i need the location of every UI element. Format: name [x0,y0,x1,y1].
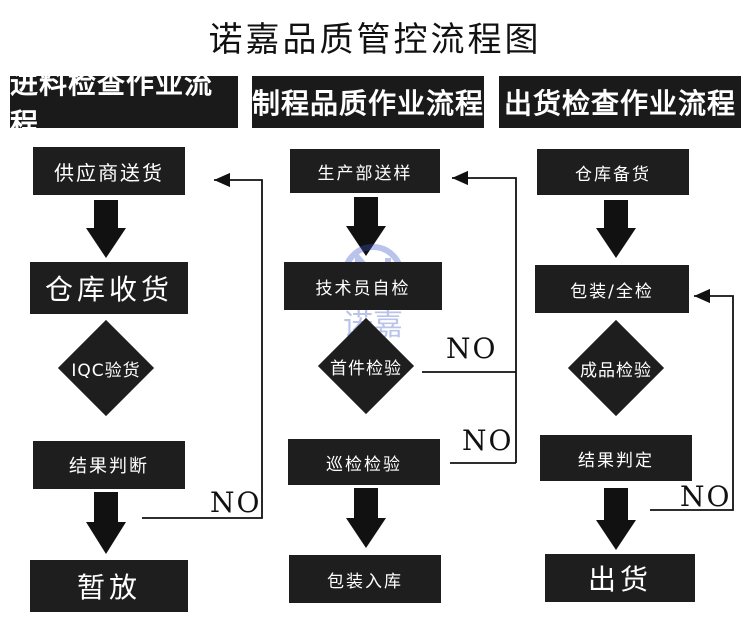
box-pack-store: 包装入库 [289,555,441,603]
down-arrow-c2-2 [346,488,386,548]
down-arrow-c3-2 [596,488,636,550]
header-outgoing: 出货检查作业流程 [499,76,741,128]
no-label-c3: NO [680,480,732,513]
diamond-iqc: IQC验货 [57,319,155,417]
diamond-final-inspection: 成品检验 [567,319,665,417]
diamond-first-article-label: 首件检验 [330,358,402,379]
no-loop-line-c3 [650,288,734,511]
diamond-iqc-label: IQC验货 [71,360,141,381]
box-pack-full-check: 包装/全检 [535,265,689,313]
page-title: 诺嘉品质管控流程图 [208,20,542,60]
no-label-c2-first: NO [446,332,498,365]
box-tech-self-check: 技术员自检 [284,262,442,310]
no-loop-line-c1 [142,172,263,519]
box-warehouse-receive: 仓库收货 [30,262,188,314]
box-patrol-inspection: 巡检检验 [288,439,440,485]
down-arrow-c1-1 [86,200,126,258]
diamond-final-inspection-label: 成品检验 [580,360,652,381]
box-result-judgment: 结果判断 [33,441,185,489]
box-result-decide: 结果判定 [540,435,692,481]
box-hold: 暂放 [30,560,188,612]
down-arrow-c2-1 [346,197,386,256]
box-ship: 出货 [545,554,695,602]
no-loop-line-c2-main [452,170,517,463]
no-label-c1: NO [210,486,262,519]
diamond-first-article: 首件检验 [317,317,415,415]
header-process: 制程品质作业流程 [252,76,484,128]
box-production-sample: 生产部送样 [290,149,440,193]
no-label-c2-patrol: NO [462,424,514,457]
box-supplier-delivery: 供应商送货 [33,147,185,195]
down-arrow-c3-1 [596,200,636,258]
down-arrow-c1-2 [86,492,126,554]
box-warehouse-prep: 仓库备货 [537,149,689,195]
